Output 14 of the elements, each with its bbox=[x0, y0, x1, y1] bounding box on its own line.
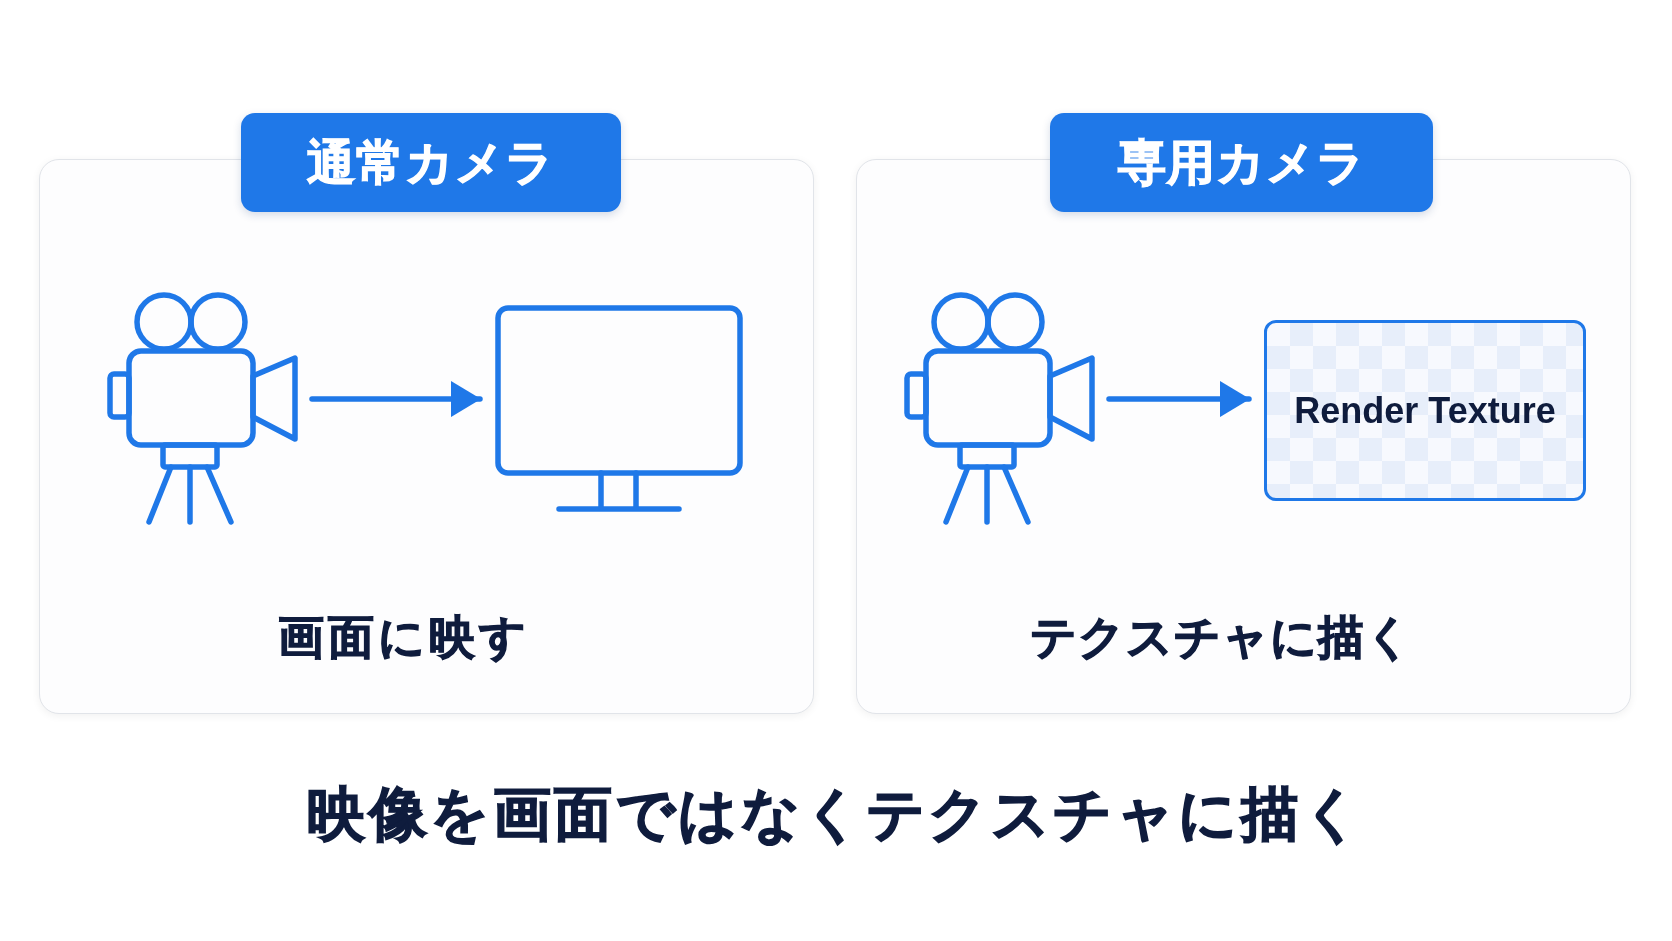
monitor-drawing bbox=[495, 305, 743, 512]
texture-label: Render Texture bbox=[1294, 389, 1556, 432]
heading-text: 通常カメラ bbox=[307, 134, 555, 191]
heading-tab bbox=[1050, 113, 1433, 212]
heading-text: 専用カメラ bbox=[1117, 134, 1366, 191]
arrow bbox=[309, 381, 483, 418]
panel-caption: テクスチャに描く bbox=[1029, 609, 1413, 665]
movie-camera-drawing bbox=[904, 291, 1096, 526]
checkerboard-box bbox=[1264, 320, 1586, 501]
movie-camera-drawing bbox=[107, 291, 299, 526]
arrow bbox=[1106, 381, 1252, 418]
panel-caption: 画面に映す bbox=[278, 609, 530, 665]
heading-tab bbox=[241, 113, 621, 212]
summary-caption: 映像を画面ではなくテクスチャに描く bbox=[307, 779, 1365, 850]
